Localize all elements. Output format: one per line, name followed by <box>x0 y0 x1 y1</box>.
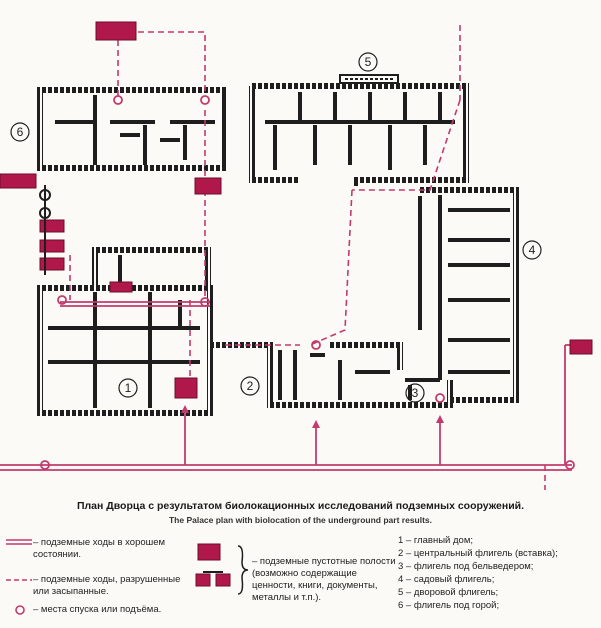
wing-6-outline <box>37 87 226 171</box>
void-connectors <box>39 185 51 275</box>
legend-good-text: – подземные ходы в хорошем состоянии. <box>33 537 166 560</box>
wing-number-6: 6 <box>17 125 24 139</box>
wing-1-partitions <box>48 255 200 408</box>
legend-void-swatch <box>195 543 249 595</box>
wing-2-3-partitions <box>278 350 440 400</box>
caption-english: The Palace plan with biolocation of the … <box>168 515 433 525</box>
wing-4-partitions <box>418 195 510 380</box>
tunnels-destroyed <box>0 25 546 490</box>
wing-number-5: 5 <box>365 55 372 69</box>
wing-5-partitions <box>265 92 455 170</box>
tunnels-good <box>0 301 592 471</box>
wing-number-1: 1 <box>125 381 132 395</box>
wing-list-item-3: 3 – флигель под бельведером; <box>398 561 534 572</box>
wing-4-5-outline <box>249 83 519 403</box>
wing-list-item-4: 4 – садовый флигель; <box>398 574 495 585</box>
tunnel-arrows <box>181 405 444 428</box>
wing-list: 1 – главный дом; 2 – центральный флигель… <box>398 534 558 612</box>
wing-list-item-2: 2 – центральный флигель (вставка); <box>398 548 558 559</box>
wing-number-4: 4 <box>529 243 536 257</box>
wing-number-2: 2 <box>247 379 254 393</box>
wing-5-badge <box>339 74 399 84</box>
wing-6-partitions <box>55 95 215 165</box>
wing-list-item-5: 5 – дворовой флигель; <box>398 587 499 598</box>
wing-numbers: 6 5 4 3 2 1 <box>10 52 542 403</box>
palace-plan: 6 5 4 3 2 1 <box>0 21 593 490</box>
wing-list-item-1: 1 – главный дом; <box>398 535 473 546</box>
legend-points-text: – места спуска или подъёма. <box>33 604 162 615</box>
legend-point-swatch <box>15 605 25 615</box>
legend-good-swatch <box>6 539 32 545</box>
wing-number-3: 3 <box>412 386 419 400</box>
legend-destroyed-swatch <box>6 579 32 581</box>
caption-russian: План Дворца с результатом биолокационных… <box>76 500 525 512</box>
legend-voids-text: – подземные пустотные полости (возможно … <box>252 556 396 603</box>
access-points <box>40 95 575 470</box>
wing-list-item-6: 6 – флигель под горой; <box>398 600 500 611</box>
legend-destroyed-text: – подземные ходы, разрушенные или засыпа… <box>33 574 181 597</box>
